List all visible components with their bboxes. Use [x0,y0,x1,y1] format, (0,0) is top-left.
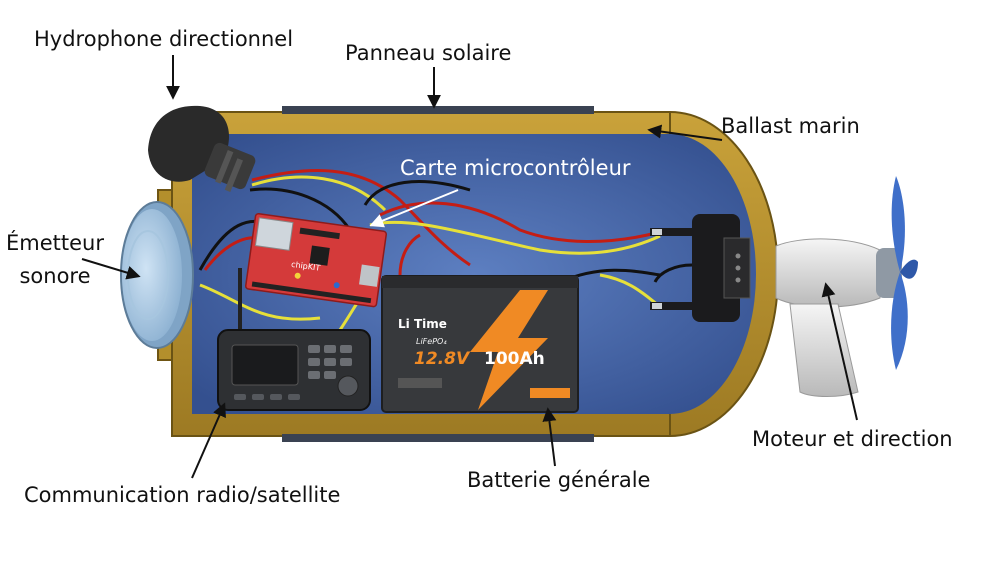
label-emitter-line1: Émetteur [6,231,104,255]
label-microcontroller: Carte microcontrôleur [400,156,631,180]
label-ballast: Ballast marin [721,114,860,138]
label-solar-panel: Panneau solaire [345,41,512,65]
board-print: chipKIT [291,260,321,273]
label-hydrophone: Hydrophone directionnel [34,27,294,51]
wire-yellow [251,175,387,212]
radio-unit [217,268,371,411]
wire-black [249,187,352,231]
ballast-actuator [650,214,751,322]
label-radio: Communication radio/satellite [24,483,341,507]
antenna [238,268,242,336]
battery-bolt [470,290,548,410]
hydrophone [148,105,256,192]
battery-chem: LiFePO₄ [416,337,447,346]
arrow-microcontroller [369,189,459,228]
propeller-blade-top [891,176,905,272]
motor-propeller [775,176,918,397]
label-motor: Moteur et direction [752,427,953,451]
rudder [789,303,859,397]
battery-capacity: 100Ah [484,349,545,369]
keel-strip [282,434,594,442]
battery-voltage: 12.8V [414,349,471,369]
arrow-battery [542,407,557,467]
arrow-ballast [647,124,723,141]
microcontroller-board: chipKIT [244,212,387,308]
solar-panel [282,106,594,114]
wire-red [251,168,471,267]
label-emitter-line2: sonore [19,264,91,288]
arrow-radio [191,402,226,479]
radio-knob [337,375,359,397]
propeller-blade-bottom [891,272,908,370]
radio-screen [231,344,299,386]
sound-emitter [120,201,194,349]
pointer-arrows [81,55,858,479]
battery-brand: Li Time [398,317,447,331]
battery: Li Time LiFePO₄ 12.8V 100Ah [381,275,579,413]
arrow-motor [821,282,858,421]
arrow-emitter [81,258,141,280]
radio-keypad [308,345,352,379]
label-battery: Batterie générale [467,468,651,492]
